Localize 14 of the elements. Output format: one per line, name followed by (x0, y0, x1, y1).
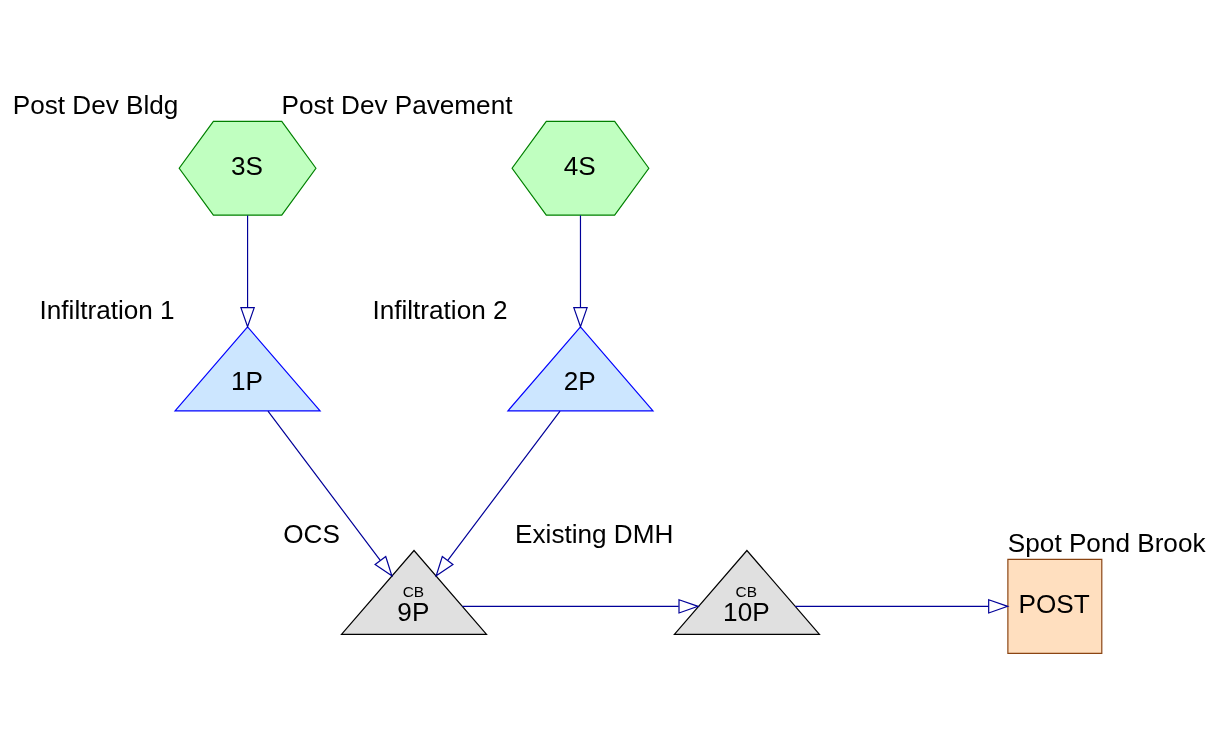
node-label: Post Dev Pavement (281, 89, 513, 120)
node-label: Existing DMH (515, 518, 674, 549)
arrow (461, 598, 700, 614)
node-label: Infiltration 2 (372, 295, 508, 326)
arrow (572, 214, 588, 329)
node-label: OCS (283, 518, 340, 549)
node-box: POST (1007, 558, 1103, 654)
node-label: Infiltration 1 (39, 295, 175, 326)
arrow (240, 214, 256, 329)
node-label: Post Dev Bldg (12, 89, 179, 120)
arrow (794, 598, 1010, 614)
arrow (267, 410, 393, 578)
arrow (435, 410, 561, 578)
node-label: Spot Pond Brook (1007, 527, 1206, 558)
